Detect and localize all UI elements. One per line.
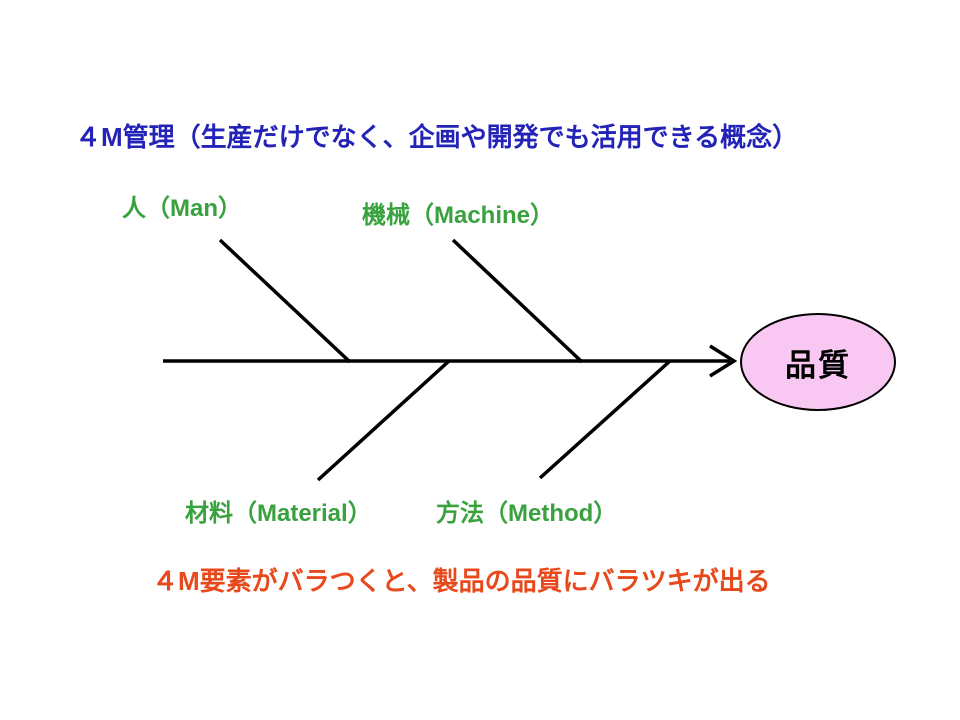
category-label-material: 材料（Material）: [185, 500, 372, 527]
bone-man: [218, 238, 352, 364]
diagram-title: ４M管理（生産だけでなく、企画や開発でも活用できる概念）: [75, 122, 799, 152]
category-label-machine: 機械（Machine）: [362, 202, 555, 229]
effect-label: 品質: [785, 347, 851, 383]
bone-machine: [451, 238, 584, 364]
bone-material: [316, 359, 451, 482]
arrowhead-icon: [709, 344, 738, 378]
category-label-method: 方法（Method）: [436, 500, 618, 527]
bone-method: [538, 359, 672, 480]
diagram-caption: ４M要素がバラつくと、製品の品質にバラツキが出る: [152, 566, 771, 596]
effect-ellipse: [740, 313, 896, 411]
category-label-man: 人（Man）: [122, 195, 242, 222]
